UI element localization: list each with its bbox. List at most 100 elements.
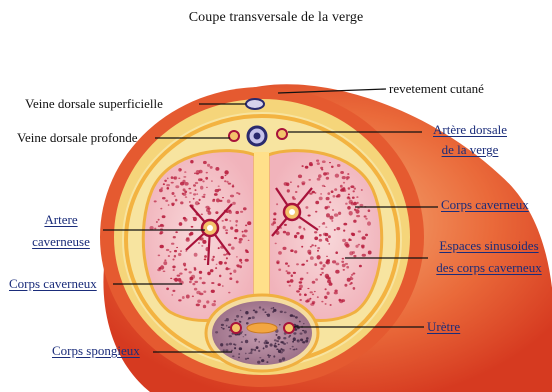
sinusoid-space (274, 339, 277, 341)
sinusoid-space (182, 296, 185, 299)
sinusoid-space (201, 214, 203, 216)
sinusoid-space (316, 160, 319, 162)
sinusoid-space (365, 234, 368, 237)
sinusoid-space (355, 245, 358, 248)
sinusoid-space (199, 277, 202, 280)
sinusoid-space (179, 273, 182, 275)
sinusoid-space (200, 186, 203, 190)
sinusoid-space (198, 203, 200, 205)
sinusoid-space (302, 165, 304, 167)
sinusoid-space (336, 263, 340, 266)
sinusoid-space (186, 237, 189, 239)
sinusoid-space (326, 177, 329, 180)
sinusoid-space (283, 343, 286, 345)
sinusoid-space (218, 247, 220, 249)
sinusoid-space (317, 250, 319, 252)
sinusoid-space (213, 300, 216, 302)
sinusoid-space (236, 264, 239, 266)
sinusoid-space (342, 176, 346, 179)
sinusoid-space (199, 199, 201, 201)
sinusoid-space (204, 255, 207, 258)
sinusoid-space (326, 213, 330, 217)
sinusoid-space (263, 347, 265, 349)
sinusoid-space (353, 220, 356, 223)
sinusoid-space (219, 275, 221, 278)
diagram-title: Coupe transversale de la verge (0, 10, 552, 26)
sinusoid-space (314, 237, 318, 241)
sinusoid-space (196, 304, 200, 307)
sinusoid-space (162, 215, 166, 218)
sinusoid-space (194, 288, 197, 291)
sinusoid-space (229, 220, 231, 221)
sinusoid-space (264, 341, 268, 344)
sinusoid-space (331, 166, 334, 168)
sinusoid-space (362, 254, 366, 257)
sinusoid-space (304, 294, 307, 297)
sinusoid-space (343, 182, 345, 184)
sinusoid-space (334, 229, 336, 231)
sinusoid-space (306, 337, 309, 340)
sinusoid-space (242, 234, 245, 237)
sinusoid-space (218, 283, 221, 286)
sinusoid-space (310, 291, 313, 293)
septum (254, 152, 269, 308)
sinusoid-space (294, 235, 297, 238)
sinusoid-space (154, 200, 157, 202)
sinusoid-space (166, 249, 169, 251)
sinusoid-space (194, 173, 196, 175)
sinusoid-space (193, 198, 195, 200)
sinusoid-space (323, 172, 327, 175)
sinusoid-space (365, 218, 367, 220)
sinusoid-space (277, 234, 279, 235)
sinusoid-space (331, 190, 334, 193)
sinusoid-space (344, 284, 347, 287)
sinusoid-space (158, 255, 161, 257)
sinusoid-space (239, 259, 242, 262)
sinusoid-space (317, 247, 320, 249)
sinusoid-space (206, 300, 209, 303)
sinusoid-space (245, 311, 248, 314)
sinusoid-space (215, 189, 219, 192)
sinusoid-space (286, 183, 289, 187)
sinusoid-space (231, 247, 235, 250)
sinusoid-space (211, 258, 214, 261)
sinusoid-space (178, 178, 180, 179)
sinusoid-space (227, 181, 229, 183)
sinusoid-space (174, 195, 176, 196)
sinusoid-space (338, 212, 341, 215)
sinusoid-space (359, 265, 362, 268)
label-corps-spongieux: Corps spongieux (52, 343, 140, 358)
sinusoid-space (226, 318, 229, 321)
sinusoid-space (240, 310, 242, 311)
sinusoid-space (325, 227, 327, 228)
sinusoid-space (286, 232, 290, 236)
sinusoid-space (234, 237, 237, 239)
sinusoid-space (288, 336, 290, 337)
sinusoid-space (255, 340, 257, 342)
sinusoid-space (271, 308, 273, 310)
sinusoid-space (331, 220, 333, 222)
sinusoid-space (235, 211, 239, 214)
sinusoid-space (203, 305, 206, 309)
sinusoid-space (189, 233, 192, 235)
sinusoid-space (224, 320, 226, 322)
sinusoid-space (335, 251, 338, 254)
sinusoid-space (304, 330, 307, 333)
sinusoid-space (317, 162, 320, 165)
sinusoid-space (158, 219, 160, 221)
sinusoid-space (241, 341, 243, 343)
sinusoid-space (221, 324, 224, 326)
sinusoid-space (160, 208, 162, 210)
sinusoid-space (326, 260, 330, 264)
sinusoid-space (273, 355, 275, 357)
sinusoid-space (332, 209, 334, 210)
sinusoid-space (157, 269, 161, 272)
sinusoid-space (285, 262, 288, 264)
sinusoid-space (180, 250, 182, 252)
sinusoid-space (352, 233, 356, 236)
sinusoid-space (357, 202, 359, 204)
sinusoid-space (184, 265, 186, 266)
sinusoid-space (174, 255, 176, 258)
sinusoid-space (178, 299, 181, 301)
sinusoid-space (299, 285, 303, 289)
